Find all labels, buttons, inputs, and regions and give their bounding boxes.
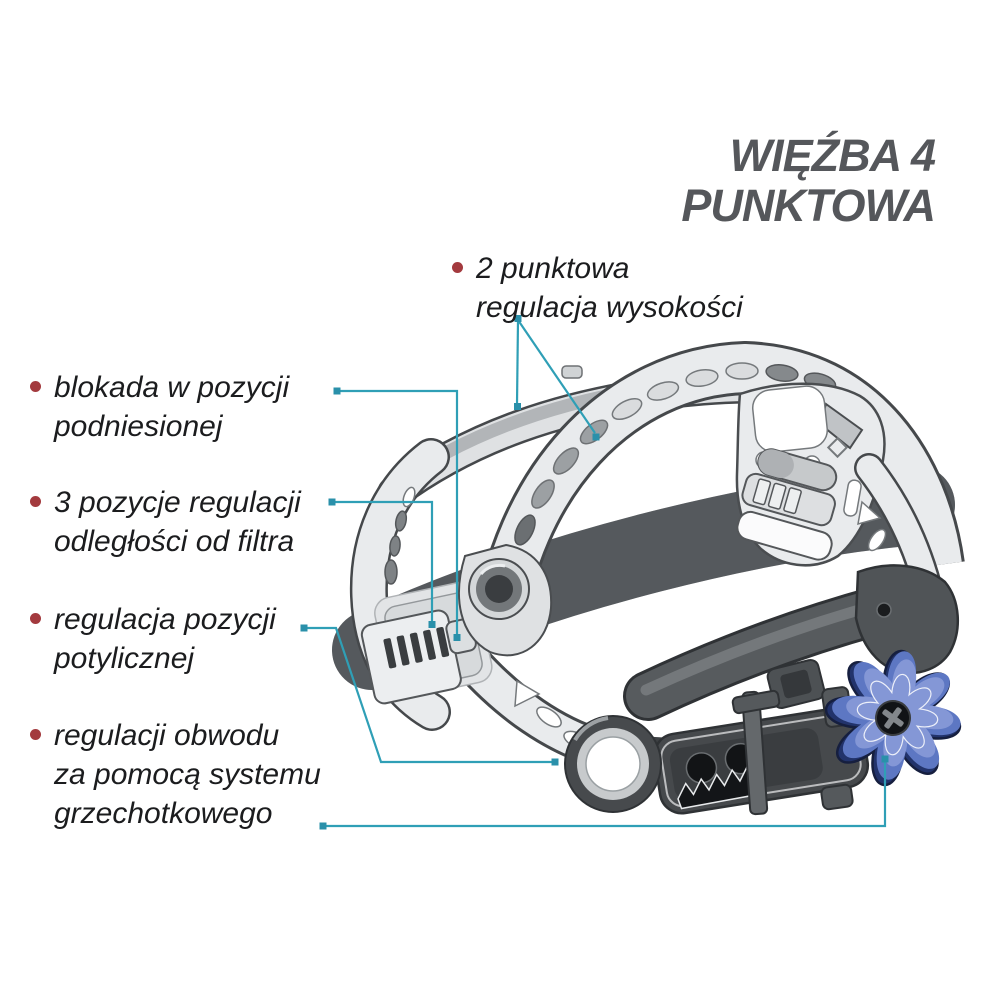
- filter-distance-slider: [736, 448, 838, 561]
- annotation-line: regulacja wysokości: [476, 291, 743, 324]
- rear-assembly: [597, 564, 960, 816]
- rack-slots: [383, 626, 450, 669]
- connector-filter-distance: [328, 498, 436, 628]
- annotation-line: podniesionej: [54, 410, 223, 443]
- annotation-line: blokada w pozycji: [54, 371, 290, 404]
- annotation-line: za pomocą systemu: [54, 758, 321, 791]
- bullet-icon: [30, 381, 41, 392]
- knob-screw: [875, 700, 911, 736]
- annotation-raised-position-lock: blokada w pozycji podniesionej: [30, 368, 289, 446]
- diagram-title-line1: WIĘŹBA 4: [729, 130, 936, 181]
- annotation-line: odległości od filtra: [54, 525, 295, 558]
- bullet-icon: [30, 496, 41, 507]
- callout-connectors: [300, 315, 889, 830]
- side-ring: [564, 715, 662, 813]
- annotation-line: regulacji obwodu: [54, 719, 280, 752]
- band-clip: [766, 659, 826, 709]
- bullet-icon: [30, 729, 41, 740]
- temple-plate: [735, 382, 887, 567]
- connector-occipital-position: [300, 624, 559, 766]
- knob-bracket: [854, 564, 960, 675]
- connector-ratchet-circumference: [319, 755, 889, 830]
- annotation-occipital-position: regulacja pozycji potylicznej: [30, 600, 276, 678]
- connector-raised-position-lock: [333, 387, 461, 641]
- ratchet-knob: [824, 649, 962, 787]
- diagram-title-line2: PUNKTOWA: [681, 180, 936, 231]
- connector-height-adjustment: [514, 315, 600, 441]
- annotation-height-adjustment: 2 punktowa regulacja wysokości: [452, 249, 743, 327]
- annotation-line: grzechotkowego: [54, 797, 273, 830]
- bullet-icon: [452, 262, 463, 273]
- annotation-filter-distance: 3 pozycje regulacji odległości od filtra: [30, 483, 301, 561]
- center-pivot: [458, 543, 553, 657]
- bullet-icon: [30, 613, 41, 624]
- annotation-line: 3 pozycje regulacji: [54, 486, 301, 519]
- diagram-title: WIĘŹBA 4 PUNKTOWA: [681, 130, 936, 231]
- annotation-ratchet-circumference: regulacji obwodu za pomocą systemu grzec…: [30, 716, 321, 833]
- annotation-line: regulacja pozycji: [54, 603, 276, 636]
- annotation-line: potylicznej: [54, 642, 195, 675]
- annotation-line: 2 punktowa: [476, 252, 630, 285]
